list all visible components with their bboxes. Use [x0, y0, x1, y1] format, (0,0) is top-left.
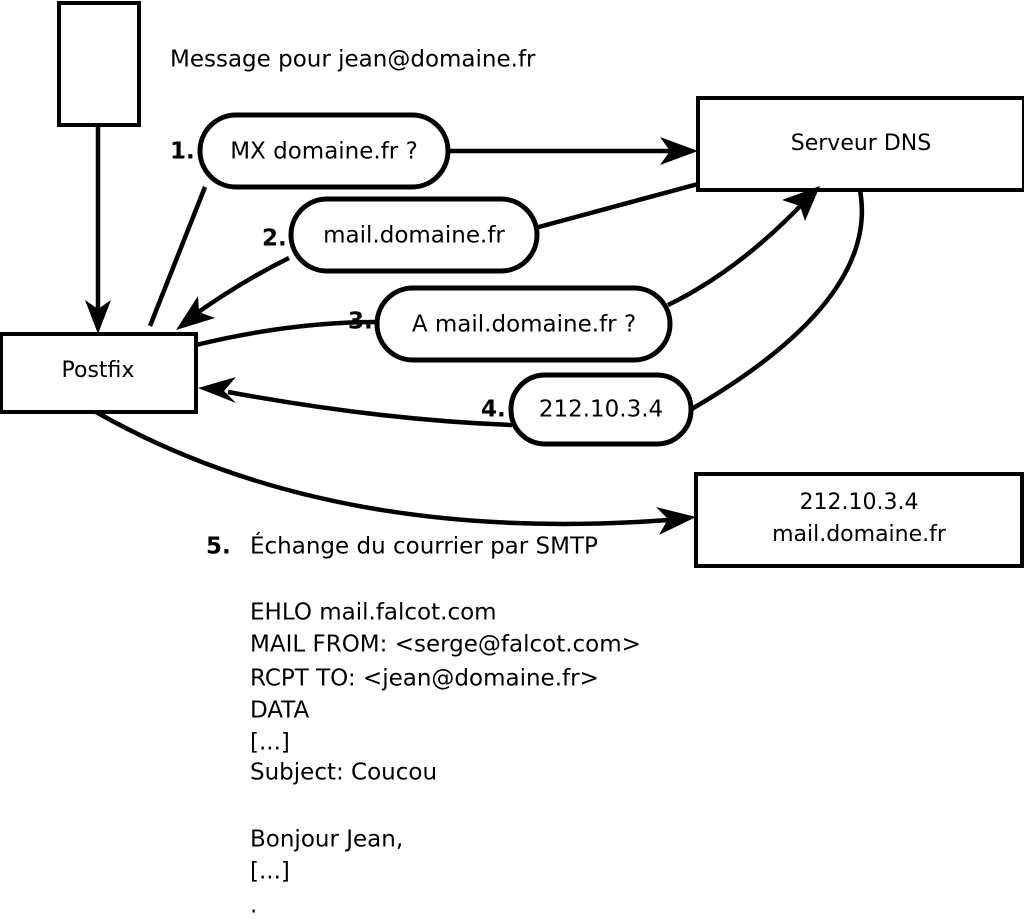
connector-postfix-to-mailserver: [94, 410, 669, 527]
arrowhead-client-to-postfix: [85, 300, 111, 334]
step-5-number: 5.: [206, 534, 231, 560]
connector-dns-to-step4: [688, 189, 865, 412]
smtp-transcript-line: EHLO mail.falcot.com: [250, 600, 497, 626]
smtp-transcript-line: MAIL FROM: <serge@falcot.com>: [250, 632, 641, 658]
step-5-caption: Échange du courrier par SMTP: [250, 532, 598, 560]
step-1-bubble: [197, 112, 451, 190]
mailserver-host-label: mail.domaine.fr: [772, 522, 947, 547]
arrowhead-step2-to-postfix: [176, 296, 215, 330]
arrowhead-step4-to-postfix: [198, 377, 236, 403]
smtp-transcript-line: Subject: Coucou: [250, 760, 437, 786]
step-1-bubble-label: MX domaine.fr ?: [230, 139, 418, 165]
diagram-title: Message pour jean@domaine.fr: [170, 47, 536, 73]
connector-step2-to-postfix: [188, 255, 290, 320]
smtp-transcript-line: [...]: [250, 859, 290, 885]
mailserver-box: [694, 472, 1024, 568]
smtp-transcript-line: RCPT TO: <jean@domaine.fr>: [250, 666, 599, 692]
arrowhead-postfix-to-mailserver: [656, 507, 696, 535]
step-4-number: 4.: [481, 397, 506, 423]
connector-step4-to-postfix: [227, 389, 513, 428]
step-2-bubble: [288, 196, 540, 274]
step-3-bubble-label: A mail.domaine.fr ?: [412, 312, 636, 338]
connector-step3-to-dns: [667, 198, 808, 308]
connector-postfix-to-step1: [147, 186, 208, 327]
mailserver-ip-label: 212.10.3.4: [800, 490, 919, 515]
dns-box: [696, 96, 1024, 192]
postfix-box: [0, 332, 198, 414]
step-4-bubble-label: 212.10.3.4: [539, 397, 663, 423]
step-3-bubble: [374, 285, 673, 363]
step-2-number: 2.: [262, 226, 287, 252]
arrowhead-step1-to-dns: [660, 137, 698, 165]
connector-postfix-to-step3: [195, 319, 379, 348]
postfix-box-label: Postfix: [62, 358, 135, 383]
client-box: [57, 1, 141, 127]
step-2-bubble-label: mail.domaine.fr: [323, 223, 505, 249]
step-4-bubble: [508, 372, 694, 447]
step-1-number: 1.: [170, 139, 195, 165]
arrowhead-step3-to-dns: [782, 186, 820, 221]
smtp-transcript-line: [...]: [250, 730, 290, 756]
smtp-transcript-line: .: [250, 893, 257, 919]
smtp-transcript-line: Bonjour Jean,: [250, 827, 403, 853]
dns-box-label: Serveur DNS: [791, 131, 931, 156]
connector-dns-to-step2: [534, 181, 699, 231]
smtp-transcript-line: DATA: [250, 698, 310, 724]
step-3-number: 3.: [348, 309, 373, 335]
